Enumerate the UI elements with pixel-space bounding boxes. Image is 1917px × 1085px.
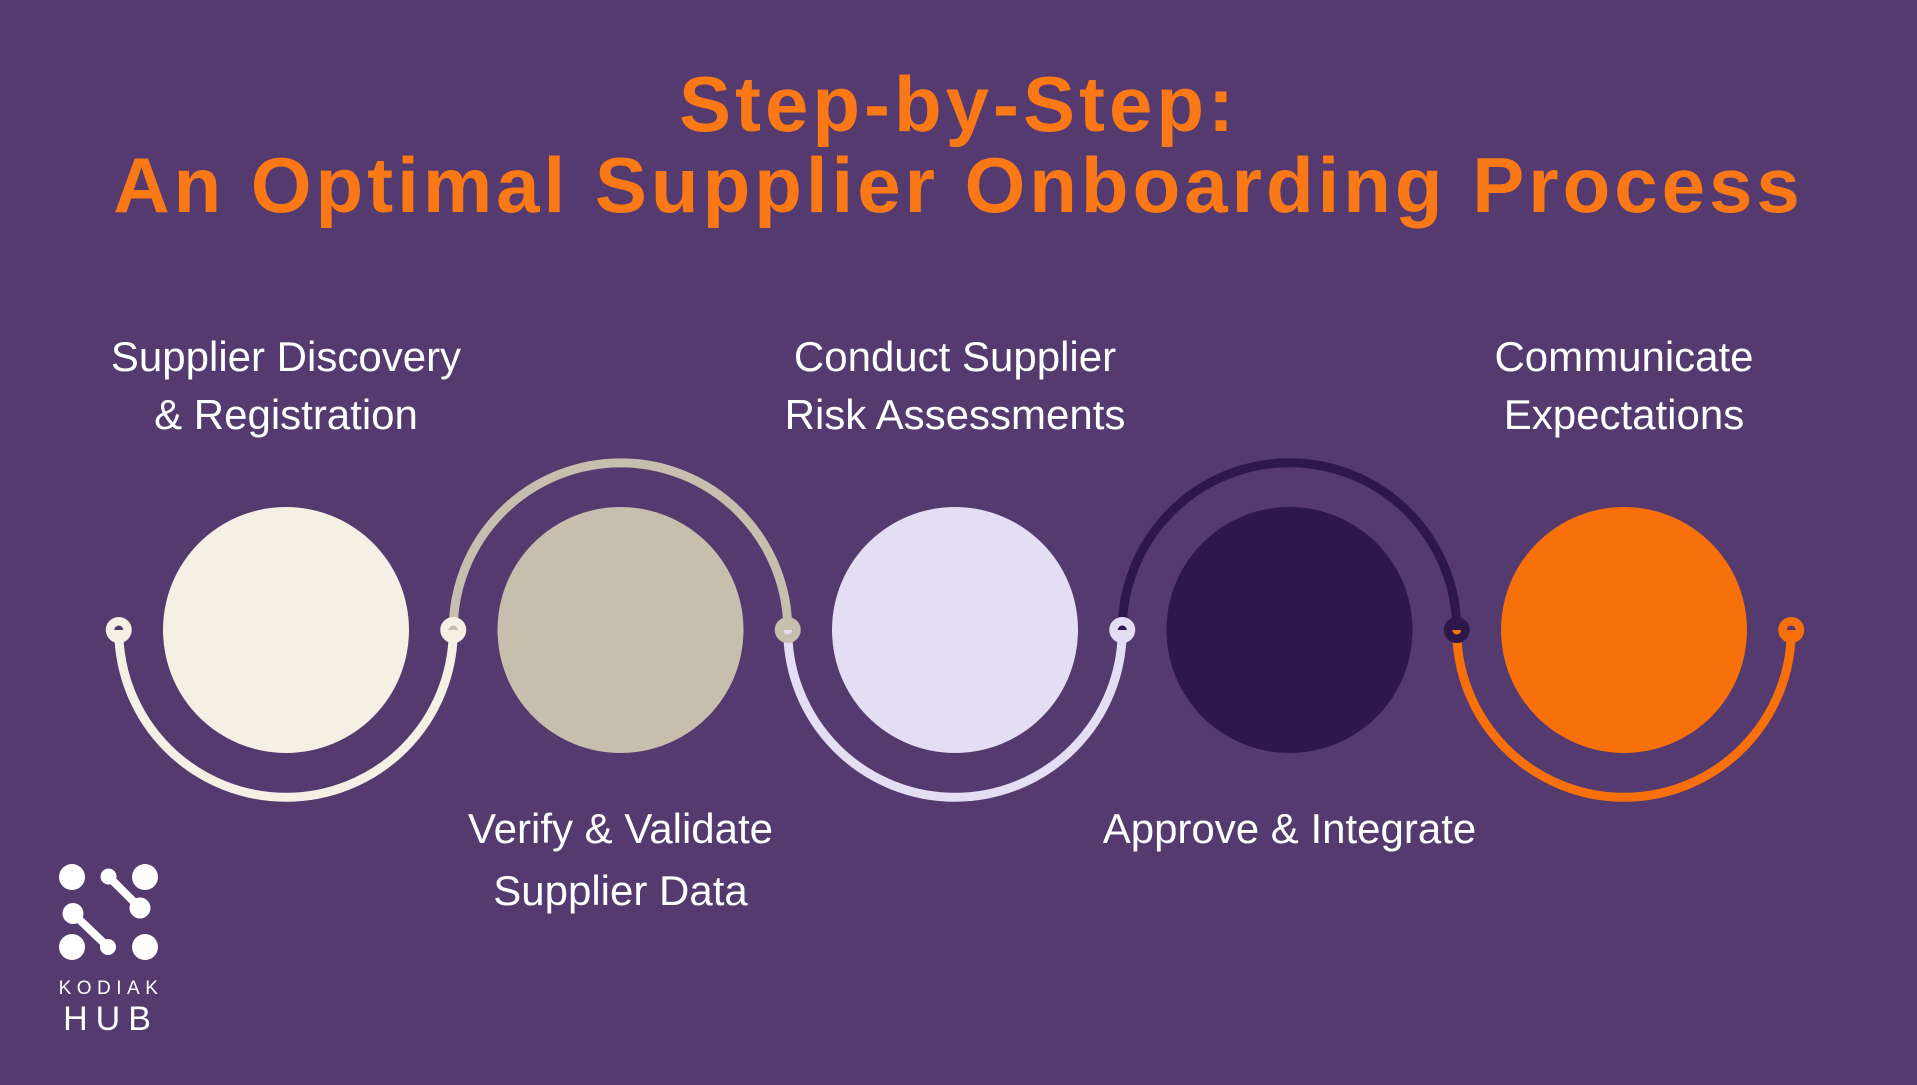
step-label-line: Supplier Discovery (110, 333, 462, 380)
step-arc-3 (783, 629, 1127, 802)
node-ring-6 (1778, 617, 1805, 643)
page-title: Step-by-Step: An Optimal Supplier Onboar… (0, 64, 1917, 226)
step-label-4: Approve & Integrate (1050, 798, 1530, 860)
logo-dot-medium (62, 903, 84, 924)
step-label-line: Conduct Supplier (793, 333, 1117, 380)
step-label-line: Verify & Validate (467, 805, 774, 852)
step-label-line: & Registration (154, 391, 418, 438)
step-label-line: Expectations (1503, 391, 1745, 438)
step-arc-2 (448, 458, 793, 631)
step-circle-2 (497, 507, 744, 753)
step-circle-1 (163, 507, 409, 753)
logo-dot (132, 934, 158, 960)
logo-dot-small (100, 939, 116, 955)
step-arc-5 (1452, 629, 1796, 802)
logo-dots-mark (59, 864, 158, 960)
logo-dot-small (100, 868, 117, 885)
node-ring-5 (1443, 617, 1470, 643)
step-label-line: Communicate (1494, 333, 1754, 380)
step-circle-4 (1166, 507, 1413, 753)
step-arc-4 (1117, 458, 1462, 631)
node-ring-2 (440, 617, 467, 643)
step-label-line: Supplier Data (493, 867, 748, 914)
kodiak-hub-logo: KODIAK HUB (59, 864, 164, 1038)
logo-dot-medium (129, 897, 151, 919)
node-ring-3 (774, 617, 801, 643)
title-line-1: Step-by-Step: (679, 60, 1238, 148)
node-ring-4 (1109, 617, 1136, 643)
step-circle-5 (1501, 507, 1747, 753)
step-label-line: Risk Assessments (784, 391, 1126, 438)
node-ring-1 (105, 617, 132, 643)
step-arc-1 (114, 629, 458, 802)
step-label-1: Supplier Discovery & Registration (46, 328, 526, 444)
title-line-2: An Optimal Supplier Onboarding Process (113, 141, 1804, 229)
logo-dot (59, 934, 85, 960)
logo-dot (132, 864, 158, 890)
logo-brand-bottom: HUB (63, 1000, 159, 1038)
step-label-line: Approve & Integrate (1102, 805, 1477, 852)
logo-brand-top: KODIAK (59, 978, 164, 999)
logo-dot (59, 864, 85, 890)
step-circle-3 (832, 507, 1078, 753)
